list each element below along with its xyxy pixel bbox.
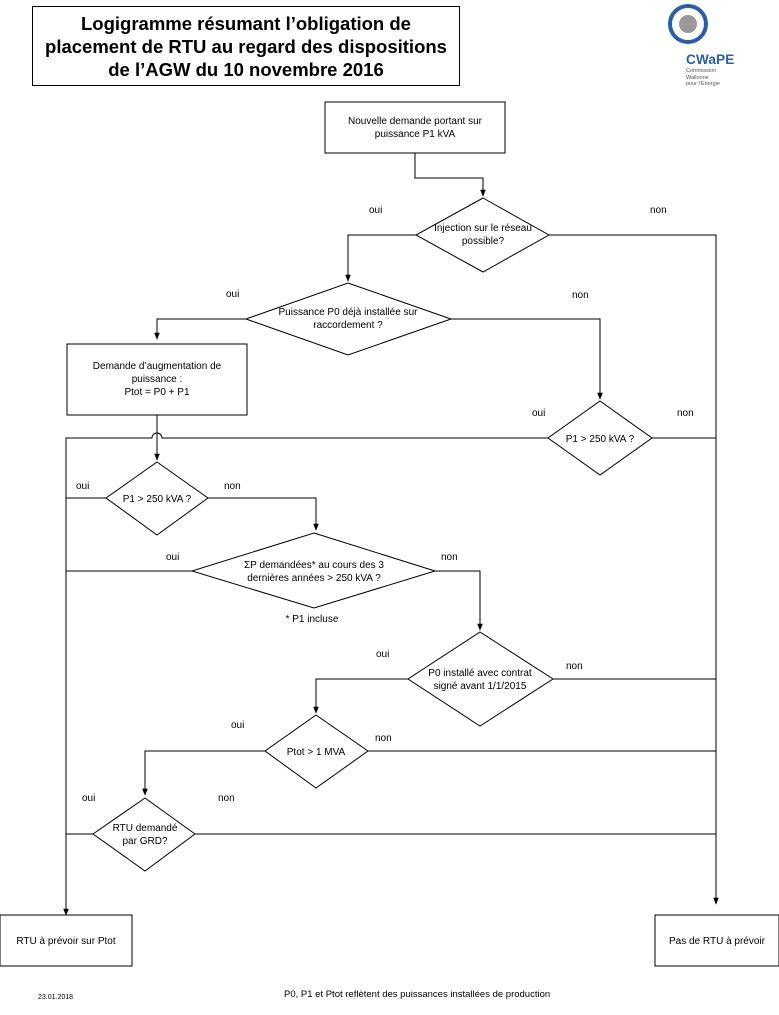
connector-injection-non (549, 234, 719, 905)
contract-diamond (407, 631, 554, 727)
injection-text-2: possible? (462, 236, 505, 247)
ptot-text: Ptot > 1 MVA (287, 747, 346, 758)
connector-p1right-oui (63, 432, 548, 916)
p1-right-text: P1 > 250 kVA ? (566, 434, 635, 445)
logo-wordmark: CWaPE (686, 52, 735, 67)
title-line-3: de l’AGW du 10 novembre 2016 (108, 58, 384, 80)
result-yes-text: RTU à prévoir sur Ptot (16, 936, 116, 947)
label-non-p1right: non (677, 408, 694, 419)
grd-diamond (92, 797, 196, 872)
footer-note: P0, P1 et Ptot reflètent des puissances … (284, 989, 551, 1000)
label-oui-ptot: oui (231, 720, 244, 731)
augmentation-text-1: Demande d’augmentation de (93, 361, 222, 372)
ptot-1mva-diamond (264, 714, 369, 789)
contract-text-2: signé avant 1/1/2015 (434, 681, 527, 692)
label-non-p0: non (572, 290, 589, 301)
sum-text-1: ΣP demandées* au cours des 3 (244, 560, 384, 571)
connector-p0-oui (154, 318, 246, 340)
label-oui-p1left: oui (76, 481, 89, 492)
injection-diamond (414, 197, 551, 273)
label-non-injection: non (650, 205, 667, 216)
grd-text-2: par GRD? (122, 836, 167, 847)
injection-text-1: Injection sur le réseau (434, 223, 532, 234)
grd-text-1: RTU demandé (113, 823, 178, 834)
label-non-grd: non (218, 793, 235, 804)
title-line-2: placement de RTU au regard des dispositi… (45, 35, 447, 57)
label-oui-p0: oui (226, 289, 239, 300)
p0-text-2: raccordement ? (313, 320, 383, 331)
sum-p-diamond (190, 532, 437, 609)
result-no-text: Pas de RTU à prévoir (669, 936, 766, 947)
connector-ptot-oui (142, 750, 265, 796)
start-text-2: puissance P1 kVA (375, 129, 456, 140)
label-oui-p1right: oui (532, 408, 545, 419)
label-non-sum: non (441, 552, 458, 563)
p1-250-left-diamond (105, 461, 209, 536)
label-oui-sum: oui (166, 552, 179, 563)
title-box: Logigramme résumant l’obligation de plac… (32, 6, 460, 86)
connector-p1left-non (208, 497, 319, 531)
contract-text-1: P0 installé avec contrat (428, 668, 532, 679)
connector-injection-oui (345, 234, 416, 282)
p1-left-text: P1 > 250 kVA ? (123, 494, 192, 505)
connector-sum-non (435, 570, 483, 631)
cwape-logo-icon (668, 4, 708, 44)
result-no-box (654, 914, 779, 967)
p1-250-right-diamond (547, 400, 653, 476)
start-box (324, 101, 506, 154)
footer-date: 23.01.2018 (38, 994, 74, 1001)
connector-p0-non (451, 318, 603, 400)
connector-start-injection (414, 153, 486, 197)
sum-note: * P1 incluse (286, 614, 339, 625)
label-oui-injection: oui (369, 205, 382, 216)
title-line-1: Logigramme résumant l’obligation de (81, 12, 411, 34)
logo-subtitle: Commission Wallonne pour l’Energie (686, 68, 720, 87)
augmentation-box (66, 343, 248, 416)
label-oui-contract: oui (376, 649, 389, 660)
label-non-ptot: non (375, 733, 392, 744)
start-text-1: Nouvelle demande portant sur (348, 116, 483, 127)
p0-text-1: Puissance P0 déjà installée sur (279, 307, 419, 318)
result-yes-box (0, 914, 133, 967)
label-non-p1left: non (224, 481, 241, 492)
connector-contract-oui (313, 678, 408, 714)
label-non-contract: non (566, 661, 583, 672)
augmentation-text-2: puissance : (132, 374, 183, 385)
sum-text-2: dernières années > 250 kVA ? (247, 573, 381, 584)
label-oui-grd: oui (82, 793, 95, 804)
p0-installed-diamond (244, 282, 453, 356)
augmentation-text-3: Ptot = P0 + P1 (124, 387, 189, 398)
